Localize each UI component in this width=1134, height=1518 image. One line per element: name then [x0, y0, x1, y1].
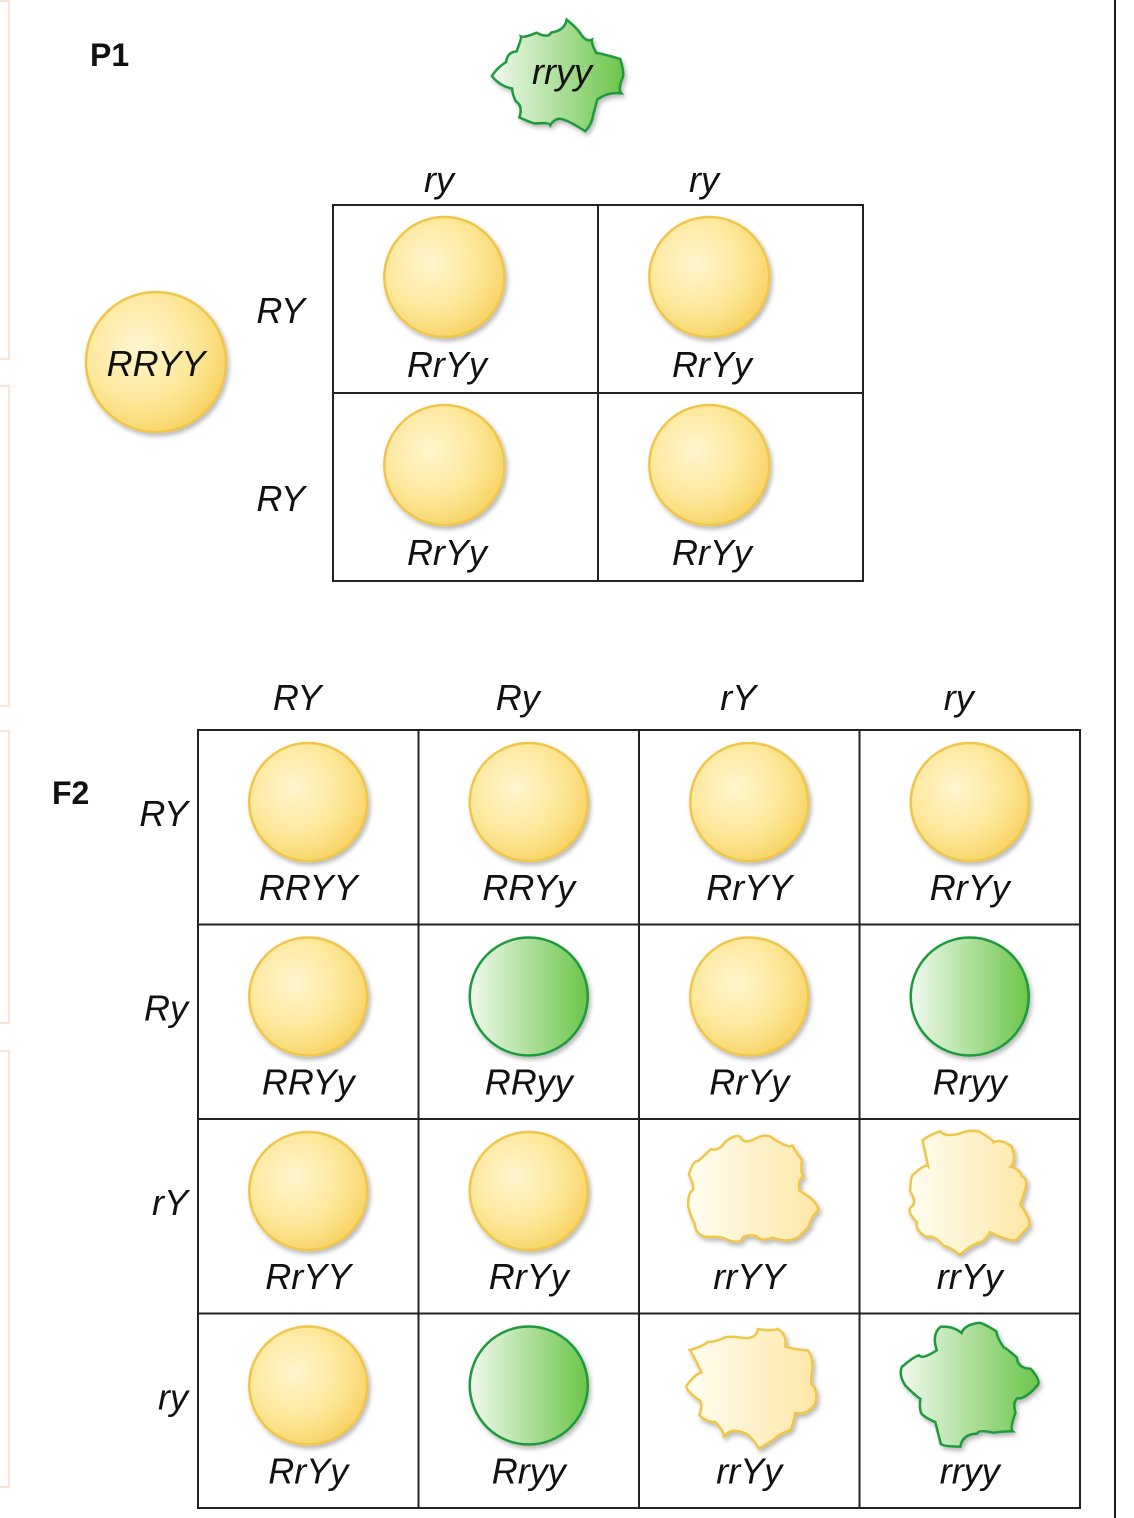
f2-cell-genotype: RRYy [482, 867, 577, 908]
p1-cell-pea [648, 215, 771, 339]
f2-col-header: ry [944, 677, 976, 718]
f2-col-header: Ry [496, 677, 542, 718]
p1-parent-left-pea [84, 290, 228, 434]
f2-cell-genotype: rrYy [716, 1451, 784, 1492]
f2-cell-genotype: RRYy [262, 1062, 357, 1103]
f2-cell-genotype: rryy [940, 1451, 1002, 1492]
left-edge-decoration [0, 0, 10, 360]
p1-cell-genotype: RrYy [672, 344, 754, 385]
f2-cell-genotype: RrYy [709, 1062, 791, 1103]
p1-parent-left-shape [84, 290, 228, 434]
f2-cell-genotype: rrYY [713, 1256, 788, 1297]
left-edge-decoration [0, 385, 10, 707]
f2-cell-genotype: RrYY [706, 867, 795, 908]
p1-col-header: ry [689, 159, 721, 200]
p1-cell-pea [383, 215, 506, 339]
f2-cell-genotype: RrYY [265, 1256, 354, 1297]
f2-title: F2 [52, 775, 89, 811]
p1-parent-top-pea [490, 17, 625, 133]
f2-cell-pea [248, 1130, 369, 1252]
p1-parent-top-shape [490, 17, 625, 133]
f2-cell-genotype: RrYy [268, 1451, 350, 1492]
f2-cell-genotype: Rryy [492, 1451, 568, 1492]
f2-cell-pea [685, 1327, 818, 1451]
f2-cell-pea [686, 1134, 821, 1244]
p1-cell-genotype: RrYy [407, 532, 489, 573]
f2-cell-pea [689, 741, 810, 863]
p1-row-header: RY [256, 290, 308, 331]
f2-cell-pea [909, 936, 1030, 1057]
f2-cell-pea [468, 936, 589, 1057]
f2-cell-pea [899, 1321, 1040, 1448]
f2-cell-pea [248, 936, 369, 1057]
f2-cell-pea [248, 1325, 369, 1446]
f2-cell-pea [689, 936, 810, 1057]
f2-row-header: ry [158, 1377, 190, 1418]
f2-cell-genotype: RRYY [259, 867, 361, 908]
f2-cell-pea [908, 1129, 1031, 1257]
f2-col-header: rY [720, 677, 759, 718]
f2-row-header: Ry [144, 988, 190, 1029]
f2-cell-pea [468, 1130, 589, 1252]
f2-col-header: RY [273, 677, 325, 718]
f2-cell-genotype: RRyy [485, 1062, 575, 1103]
f2-row-header: rY [152, 1182, 191, 1223]
f2-row-header: RY [139, 793, 191, 834]
p1-cell-genotype: RrYy [672, 532, 754, 573]
p1-title: P1 [90, 37, 129, 73]
p1-cell-genotype: RrYy [407, 344, 489, 385]
f2-cell-genotype: RrYy [930, 867, 1012, 908]
f2-cell-genotype: RrYy [489, 1256, 571, 1297]
p1-col-header: ry [424, 159, 456, 200]
right-border-line [1114, 0, 1116, 1518]
p1-cell-pea [383, 403, 506, 527]
p1-row-header: RY [256, 478, 308, 519]
f2-cell-pea [468, 1325, 589, 1446]
p1-parent-top-label: rryy [532, 51, 594, 92]
f2-cell-genotype: rrYy [937, 1256, 1005, 1297]
p1-parent-left-label: RRYY [107, 343, 209, 384]
f2-cell-pea [248, 741, 369, 863]
left-edge-decoration [0, 1050, 10, 1488]
f2-cell-pea [909, 741, 1030, 863]
f2-cell-genotype: Rryy [933, 1062, 1009, 1103]
left-edge-decoration [0, 730, 10, 1024]
p1-cell-pea [648, 403, 771, 527]
f2-cell-pea [468, 741, 589, 863]
